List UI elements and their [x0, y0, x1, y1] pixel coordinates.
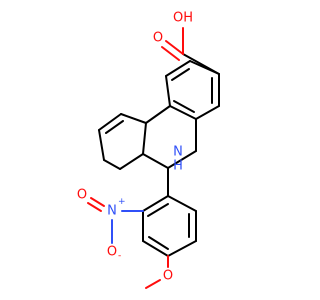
quinoline-ring-bonds: [119, 105, 197, 170]
bond-ring1-e-inner: [171, 68, 190, 81]
aryl-ring-bonds: [142, 195, 197, 257]
bond-methoxy-o-to-methyl: [145, 279, 161, 289]
bond-ring1-c-inner: [173, 100, 195, 113]
bond-ring2-b: [142, 122, 147, 155]
atom-label-amine-hydrogen: H: [173, 159, 183, 174]
bond-ring2-d: [167, 150, 197, 169]
bond-ring4-c: [142, 240, 169, 257]
atom-charge-nitro-oxygen: -: [118, 251, 121, 261]
bond-ring2-c: [142, 153, 169, 169]
bond-nitro-n-o-double-a: [90, 197, 105, 207]
bond-ring1-b: [195, 105, 220, 120]
atom-label-amine-nitrogen: N: [173, 145, 183, 160]
bond-ring3-b-inner: [105, 120, 124, 134]
bond-ring2-f: [119, 153, 144, 170]
atom-label-nitro-oxygen-minus: O: [107, 245, 117, 260]
molecule-structure-diagram: O OH N H N + O O - O: [77, 11, 220, 289]
nitro-bonds: [87, 197, 144, 244]
atom-labels: O OH N H N + O O - O: [77, 11, 193, 284]
bond-ring3-a: [120, 113, 147, 124]
atom-label-nitro-double-oxygen: O: [77, 188, 87, 203]
bond-carboxyl-c-o-double-a: [165, 40, 184, 55]
bond-ring1-c: [169, 105, 197, 120]
bond-ring4-f: [167, 195, 197, 212]
bond-carboxyl-c-o-double-b: [161, 46, 180, 61]
atom-label-nitro-nitrogen: N: [107, 204, 117, 219]
bond-nitro-n-o-double-b: [87, 202, 102, 212]
atom-label-methoxy-oxygen: O: [163, 269, 173, 284]
bond-ring3-d: [103, 159, 121, 170]
atom-charge-nitro-nitrogen: +: [118, 197, 126, 207]
bond-ring3-b: [98, 113, 122, 131]
bond-ring1-e: [165, 60, 191, 77]
atom-label-hydroxyl: OH: [173, 11, 193, 26]
benzo-ring-bonds: [165, 60, 220, 120]
bond-ring3-c: [98, 129, 105, 161]
bond-ring4-a-inner: [147, 203, 169, 217]
bond-ring1-d: [165, 75, 171, 107]
bond-ring1-f: [189, 60, 220, 75]
bond-ring4-d: [167, 240, 197, 257]
bond-ring4-c-inner: [148, 236, 169, 250]
carboxylic-acid-bonds: [161, 27, 220, 75]
cyclopentene-ring-bonds: [98, 113, 147, 170]
atom-label-carbonyl-oxygen: O: [153, 31, 163, 46]
methoxy-bonds: [145, 255, 169, 289]
bond-ring2-a: [145, 105, 171, 124]
bond-ring4-a: [142, 195, 169, 212]
